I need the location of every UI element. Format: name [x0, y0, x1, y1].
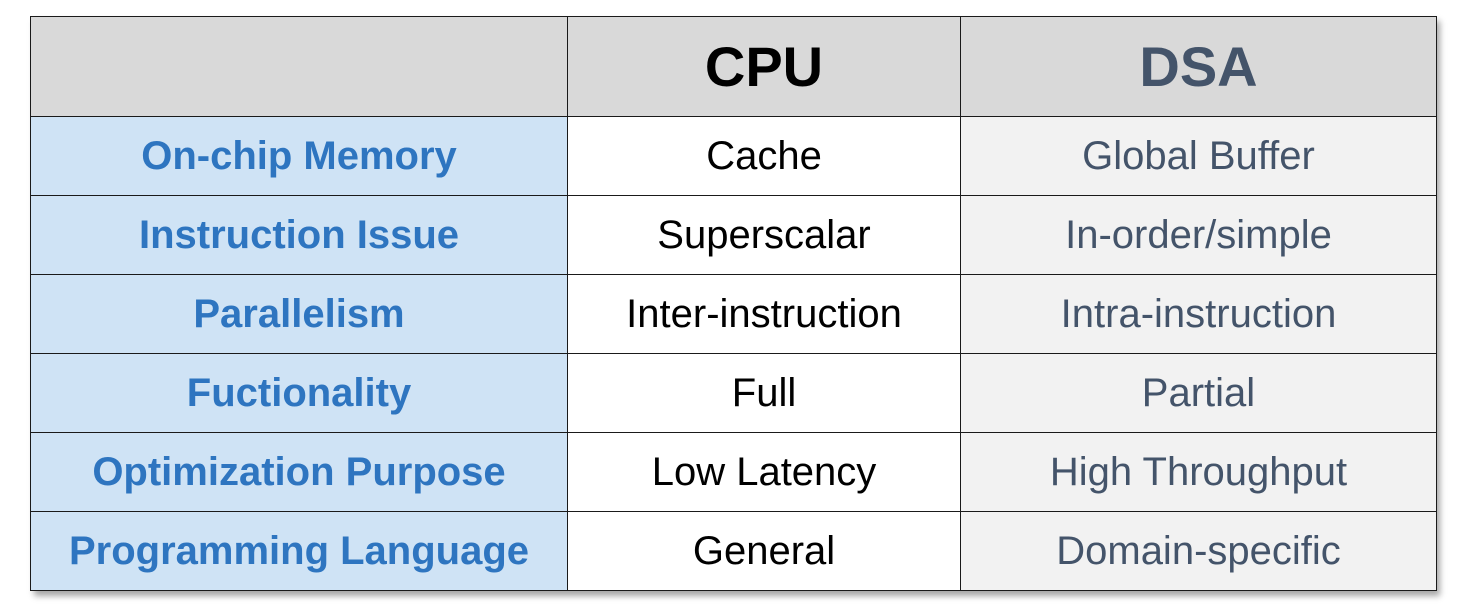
cpu-cell: Low Latency — [567, 432, 961, 512]
dsa-cell: In-order/simple — [960, 195, 1437, 275]
cpu-cell: Superscalar — [567, 195, 961, 275]
cpu-cell: Cache — [567, 116, 961, 196]
row-label: Optimization Purpose — [30, 432, 568, 512]
cpu-cell: General — [567, 511, 961, 591]
header-cpu: CPU — [567, 16, 961, 117]
dsa-cell: Global Buffer — [960, 116, 1437, 196]
table-row: Parallelism Inter-instruction Intra-inst… — [30, 274, 1437, 354]
table-row: Programming Language General Domain-spec… — [30, 511, 1437, 591]
row-label: Fuctionality — [30, 353, 568, 433]
table-row: Fuctionality Full Partial — [30, 353, 1437, 433]
cpu-vs-dsa-table: CPU DSA On-chip Memory Cache Global Buff… — [30, 16, 1437, 591]
row-label: Parallelism — [30, 274, 568, 354]
row-label: Programming Language — [30, 511, 568, 591]
row-label: Instruction Issue — [30, 195, 568, 275]
comparison-table: CPU DSA On-chip Memory Cache Global Buff… — [30, 16, 1437, 591]
row-label: On-chip Memory — [30, 116, 568, 196]
cpu-cell: Full — [567, 353, 961, 433]
table-row: Optimization Purpose Low Latency High Th… — [30, 432, 1437, 512]
header-corner-cell — [30, 16, 568, 117]
header-dsa: DSA — [960, 16, 1437, 117]
table-row: On-chip Memory Cache Global Buffer — [30, 116, 1437, 196]
dsa-cell: Intra-instruction — [960, 274, 1437, 354]
cpu-cell: Inter-instruction — [567, 274, 961, 354]
dsa-cell: Domain-specific — [960, 511, 1437, 591]
dsa-cell: High Throughput — [960, 432, 1437, 512]
dsa-cell: Partial — [960, 353, 1437, 433]
header-row: CPU DSA — [30, 16, 1437, 117]
table-row: Instruction Issue Superscalar In-order/s… — [30, 195, 1437, 275]
